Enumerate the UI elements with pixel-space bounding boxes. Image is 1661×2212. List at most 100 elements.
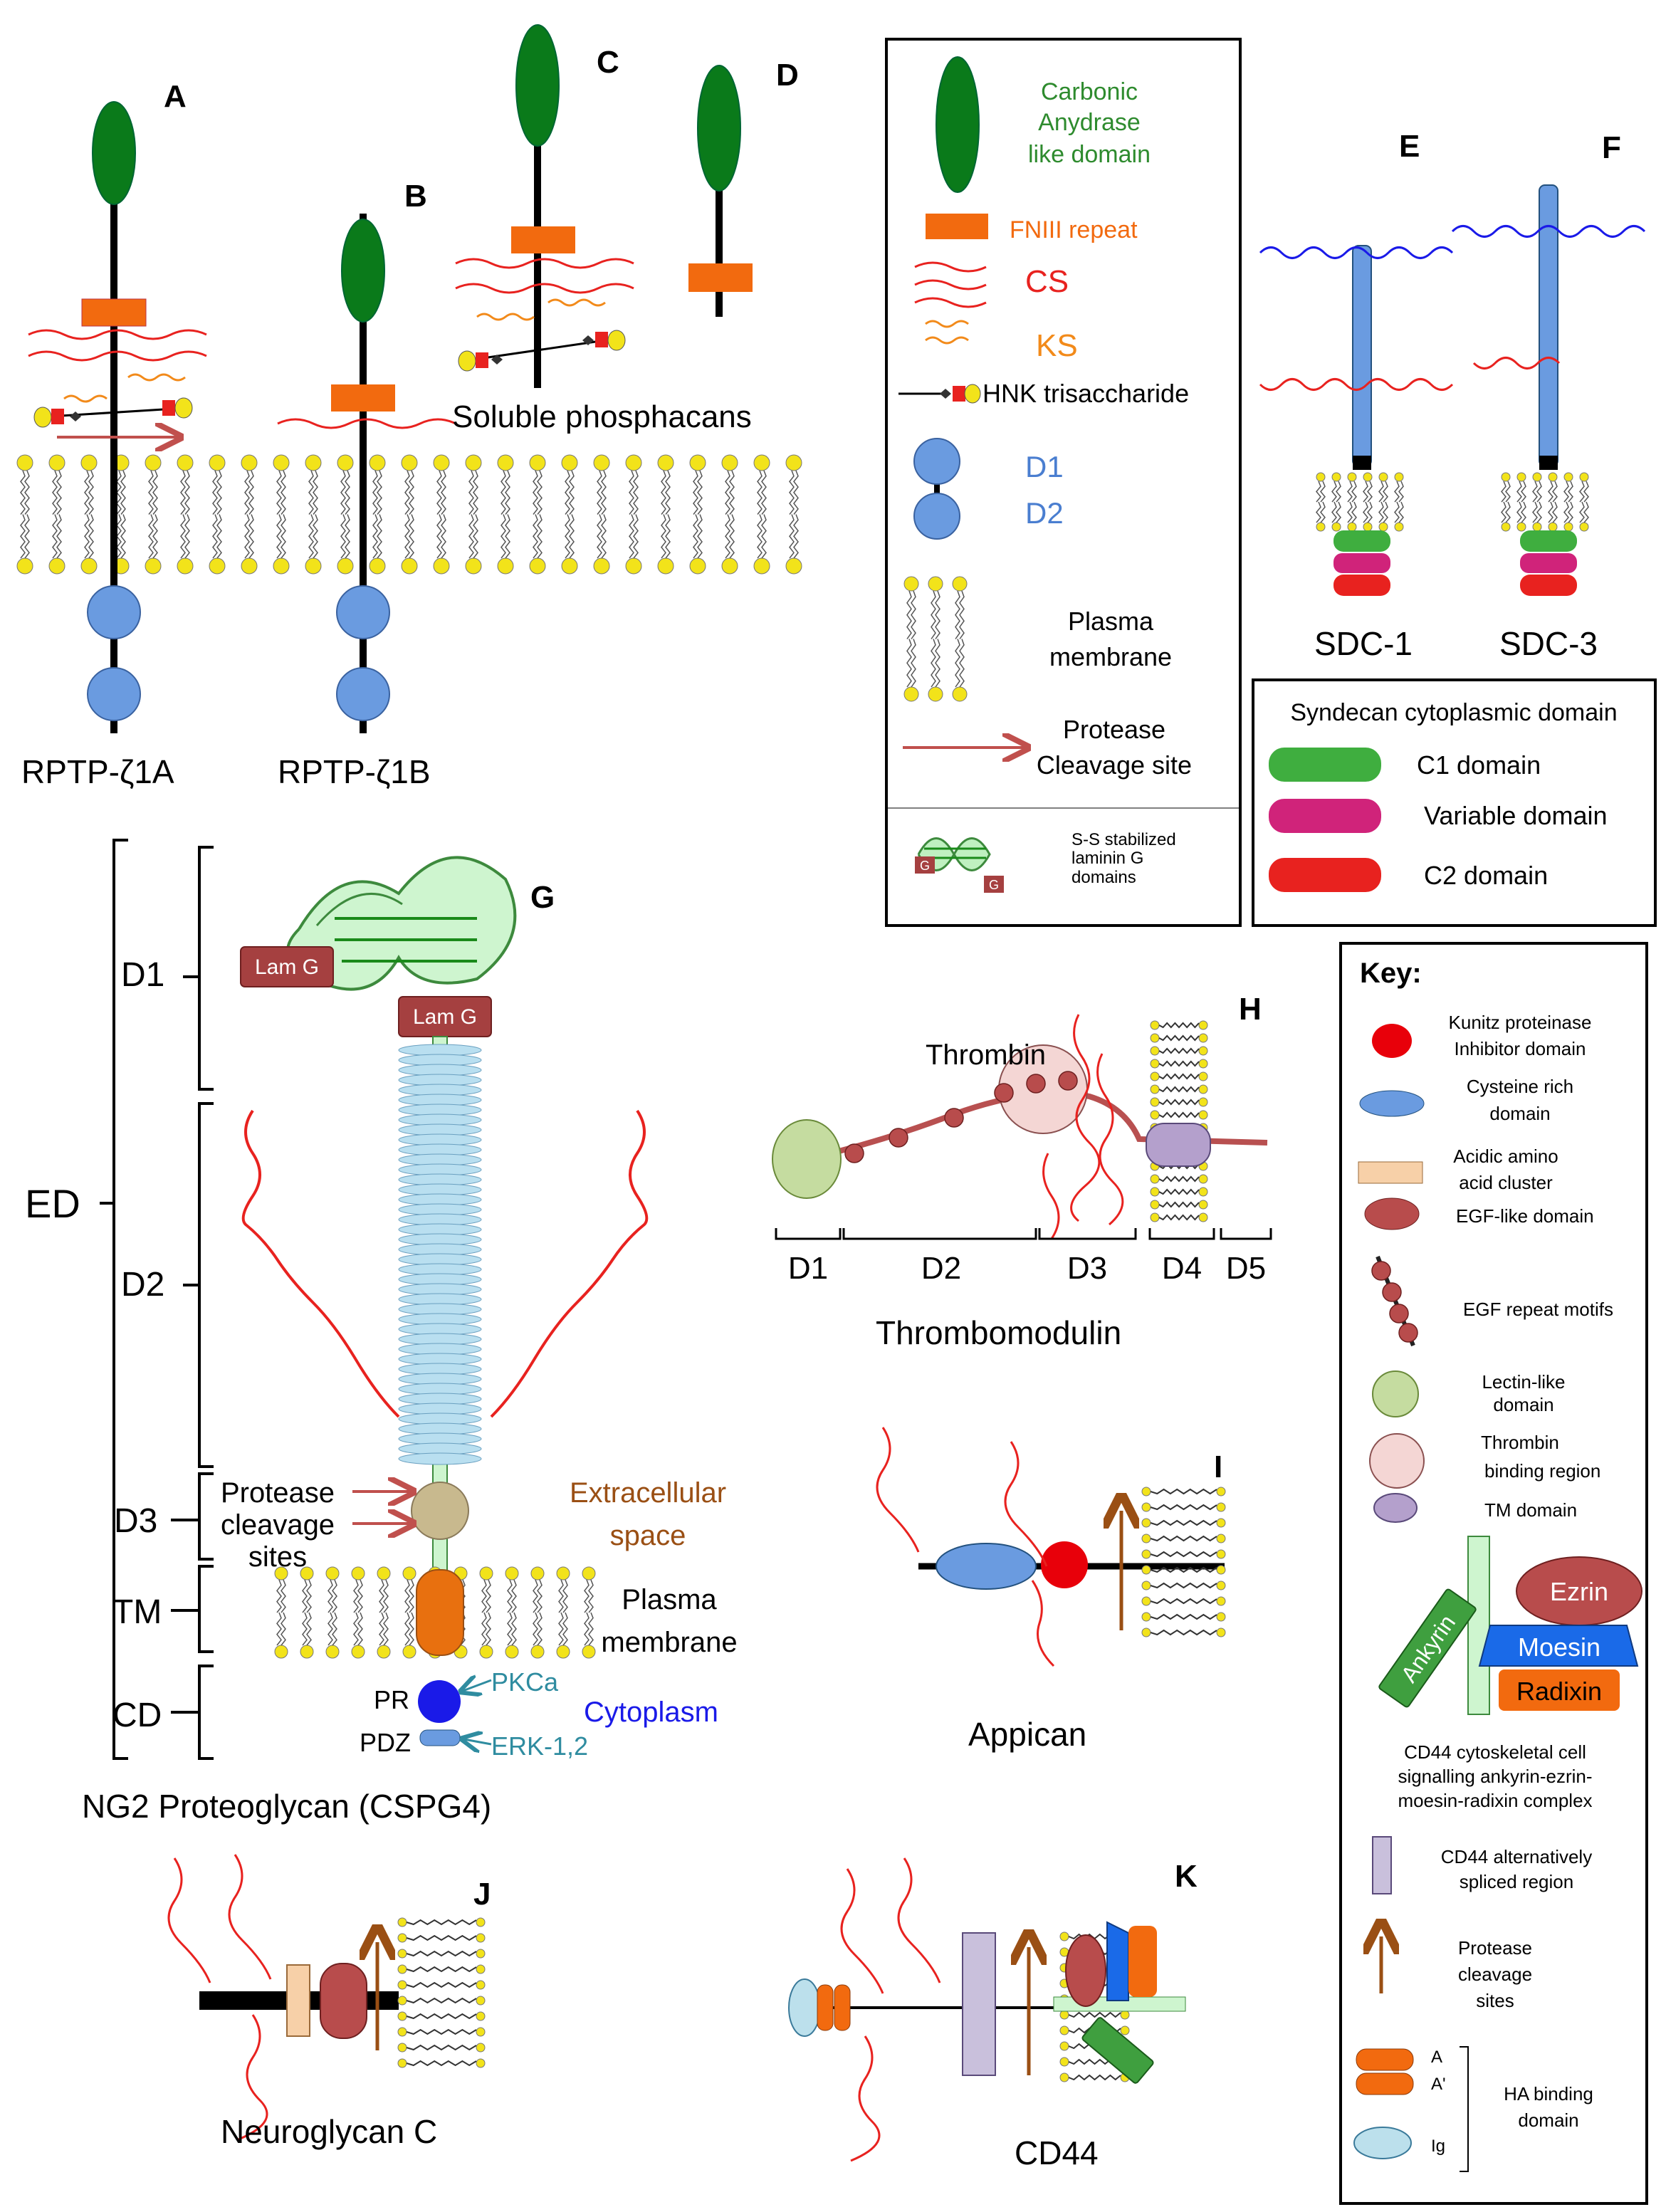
svg-text:Moesin: Moesin	[1518, 1632, 1600, 1662]
svg-text:Acidic amino: Acidic amino	[1453, 1146, 1558, 1167]
svg-text:Soluble phosphacans: Soluble phosphacans	[452, 399, 752, 434]
svg-text:G: G	[989, 878, 999, 892]
svg-text:CD44: CD44	[1015, 2134, 1099, 2171]
svg-text:sites: sites	[248, 1541, 307, 1573]
membrane-legend-icon	[903, 576, 968, 702]
svg-text:Cleavage site: Cleavage site	[1037, 750, 1192, 780]
svg-text:CD44 cytoskeletal cell: CD44 cytoskeletal cell	[1404, 1741, 1586, 1763]
svg-text:spliced region: spliced region	[1460, 1871, 1573, 1892]
svg-text:membrane: membrane	[601, 1627, 737, 1658]
svg-text:Protease: Protease	[221, 1477, 335, 1509]
svg-text:Anydrase: Anydrase	[1038, 109, 1141, 136]
svg-text:TM domain: TM domain	[1484, 1499, 1577, 1521]
svg-text:Syndecan cytoplasmic domain: Syndecan cytoplasmic domain	[1290, 699, 1617, 726]
svg-text:Lectin-like: Lectin-like	[1482, 1371, 1565, 1393]
svg-text:binding region: binding region	[1484, 1460, 1600, 1482]
svg-text:Inhibitor domain: Inhibitor domain	[1455, 1038, 1586, 1059]
svg-text:B: B	[404, 179, 427, 214]
svg-text:space: space	[610, 1520, 686, 1551]
svg-text:Cytoplasm: Cytoplasm	[584, 1697, 718, 1728]
svg-text:SDC-3: SDC-3	[1499, 625, 1598, 662]
key-legend: Key: Kunitz proteinase Inhibitor domain …	[1339, 942, 1648, 2205]
svg-text:SDC-1: SDC-1	[1314, 625, 1413, 662]
svg-text:G: G	[530, 880, 555, 915]
svg-text:domain: domain	[1493, 1394, 1553, 1415]
svg-text:D: D	[776, 58, 799, 93]
membrane-ad	[16, 454, 802, 575]
svg-text:Key:: Key:	[1360, 958, 1422, 989]
svg-text:Plasma: Plasma	[622, 1584, 717, 1615]
svg-text:Extracellular: Extracellular	[570, 1477, 726, 1509]
svg-text:cleavage: cleavage	[1458, 1964, 1532, 1985]
svg-text:Thrombin: Thrombin	[1481, 1432, 1559, 1453]
cd44: K CD44	[788, 1857, 1198, 2171]
svg-text:Ezrin: Ezrin	[1550, 1577, 1608, 1606]
svg-text:K: K	[1175, 1859, 1198, 1894]
svg-text:C1 domain: C1 domain	[1417, 750, 1541, 780]
svg-text:Ig: Ig	[1431, 2137, 1445, 2156]
svg-text:C: C	[597, 45, 619, 80]
svg-text:ERK-1,2: ERK-1,2	[491, 1731, 588, 1761]
svg-text:Appican: Appican	[968, 1716, 1086, 1753]
svg-text:D2: D2	[121, 1266, 164, 1304]
svg-text:Thrombin: Thrombin	[926, 1039, 1046, 1071]
syndecan-panel: E F SDC-1 SDC-3 Syndecan cytoplasmic dom…	[1252, 129, 1657, 927]
svg-text:domains: domains	[1071, 868, 1136, 887]
svg-text:CD: CD	[112, 1697, 162, 1734]
svg-text:RPTP-ζ1B: RPTP-ζ1B	[278, 753, 431, 790]
svg-text:Lam G: Lam G	[413, 1005, 477, 1029]
svg-text:ED: ED	[25, 1181, 80, 1226]
svg-text:membrane: membrane	[1049, 642, 1172, 671]
svg-text:moesin-radixin complex: moesin-radixin complex	[1398, 1790, 1592, 1811]
legend-box-1: Carbonic Anydrase like domain FNIII repe…	[885, 38, 1242, 927]
svg-text:acid cluster: acid cluster	[1459, 1172, 1553, 1193]
svg-text:Kunitz proteinase: Kunitz proteinase	[1449, 1012, 1592, 1033]
svg-text:HNK trisaccharide: HNK trisaccharide	[983, 379, 1189, 408]
soluble-phosphacan-c: C	[455, 24, 634, 388]
svg-text:D3: D3	[114, 1502, 157, 1540]
svg-text:A: A	[164, 79, 187, 114]
svg-text:J: J	[473, 1877, 491, 1912]
soluble-phosphacan-d: D Soluble phosphacans	[452, 58, 799, 434]
svg-text:D3: D3	[1067, 1251, 1107, 1286]
svg-text:A': A'	[1431, 2075, 1446, 2094]
svg-text:CD44 alternatively: CD44 alternatively	[1441, 1846, 1592, 1867]
svg-text:EGF repeat motifs: EGF repeat motifs	[1463, 1299, 1613, 1320]
svg-text:D2: D2	[921, 1251, 961, 1286]
svg-text:E: E	[1399, 129, 1420, 164]
svg-text:Carbonic: Carbonic	[1041, 78, 1138, 105]
svg-text:S-S stabilized: S-S stabilized	[1071, 830, 1176, 849]
svg-text:Neuroglycan C: Neuroglycan C	[221, 2113, 437, 2150]
svg-text:PDZ: PDZ	[360, 1728, 411, 1757]
svg-text:Protease: Protease	[1458, 1937, 1532, 1959]
rptp-z1b: B RPTP-ζ1B	[277, 179, 456, 790]
thrombomodulin: Thrombin H D1 D2 D3 D4 D5 Thrombomodulin	[772, 992, 1272, 1351]
svg-text:like domain: like domain	[1028, 141, 1151, 168]
svg-text:EGF-like domain: EGF-like domain	[1456, 1205, 1594, 1227]
svg-text:RPTP-ζ1A: RPTP-ζ1A	[21, 753, 174, 790]
svg-text:I: I	[1214, 1450, 1222, 1484]
svg-text:domain: domain	[1489, 1103, 1550, 1124]
rptp-z1a: A RPTP-ζ1A	[21, 79, 207, 790]
svg-text:cleavage: cleavage	[221, 1509, 335, 1541]
svg-text:D1: D1	[1025, 450, 1064, 483]
svg-text:Protease: Protease	[1063, 715, 1165, 744]
svg-text:PR: PR	[374, 1685, 409, 1714]
carbonic-anhydrase-icon	[92, 101, 136, 205]
ng2-proteoglycan: ED D1 D2 D3 TM CD Lam G Lam G Protease c…	[25, 839, 738, 1825]
svg-text:laminin G: laminin G	[1071, 849, 1143, 868]
svg-text:HA binding: HA binding	[1504, 2083, 1593, 2104]
svg-text:Radixin: Radixin	[1516, 1677, 1602, 1706]
fniii-repeat-icon	[81, 298, 147, 327]
svg-text:Cysteine rich: Cysteine rich	[1467, 1076, 1573, 1097]
svg-text:KS: KS	[1036, 328, 1078, 363]
svg-text:domain: domain	[1518, 2109, 1578, 2131]
svg-text:D1: D1	[788, 1251, 828, 1286]
svg-text:CS: CS	[1025, 264, 1069, 299]
svg-text:sites: sites	[1476, 1990, 1514, 2011]
svg-text:D2: D2	[1025, 496, 1064, 530]
svg-text:D5: D5	[1226, 1251, 1266, 1286]
svg-text:NG2 Proteoglycan (CSPG4): NG2 Proteoglycan (CSPG4)	[82, 1788, 491, 1825]
svg-text:D1: D1	[121, 956, 164, 994]
